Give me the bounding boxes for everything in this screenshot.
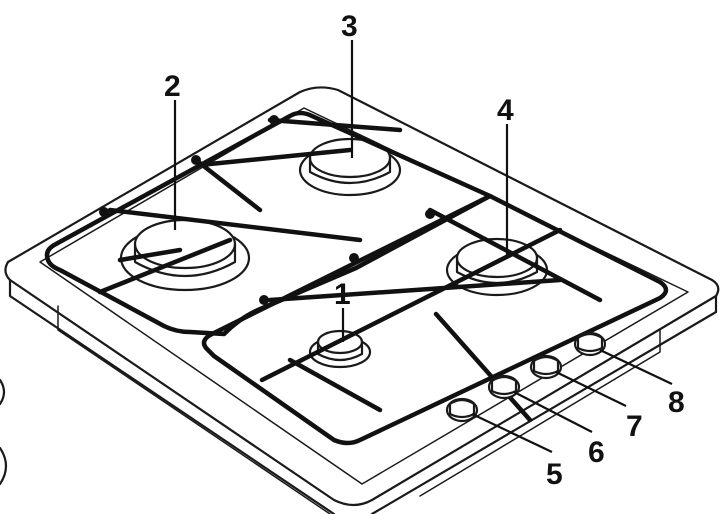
- burner-3-skirt: [308, 156, 392, 185]
- burner-rear: [298, 137, 402, 197]
- knob-5[interactable]: [445, 397, 479, 423]
- callout-1: 1: [334, 278, 351, 311]
- knob-6[interactable]: [487, 374, 521, 400]
- knob-7[interactable]: [529, 354, 563, 380]
- callout-5: 5: [546, 458, 563, 491]
- leader-7: [555, 371, 627, 407]
- knob-8[interactable]: [573, 331, 607, 357]
- hob-inner-edge: [39, 107, 689, 485]
- callout-labels: 1 2 3 4 5 6 7 8: [164, 10, 685, 491]
- edge-arc-bottom: [0, 446, 8, 486]
- callout-8: 8: [668, 386, 685, 419]
- burner-2-skirt: [133, 242, 237, 277]
- grate-right: [201, 193, 669, 446]
- pan-supports: [44, 110, 669, 446]
- edge-arc-top: [0, 378, 6, 406]
- callout-7: 7: [626, 410, 643, 443]
- callout-4: 4: [497, 94, 514, 127]
- leader-6: [513, 391, 593, 433]
- control-knobs: [445, 331, 607, 423]
- callout-2: 2: [164, 70, 181, 103]
- leader-5: [471, 413, 553, 453]
- grate-right-bars: [259, 207, 603, 423]
- hob-front-edge: [8, 278, 718, 514]
- callout-3: 3: [341, 10, 358, 43]
- hob-body: [4, 86, 720, 514]
- leader-8: [599, 349, 673, 385]
- callout-6: 6: [588, 436, 605, 469]
- grate-left-bars: [97, 117, 403, 295]
- callout-leaders: [173, 40, 673, 453]
- hob-base: [57, 305, 661, 514]
